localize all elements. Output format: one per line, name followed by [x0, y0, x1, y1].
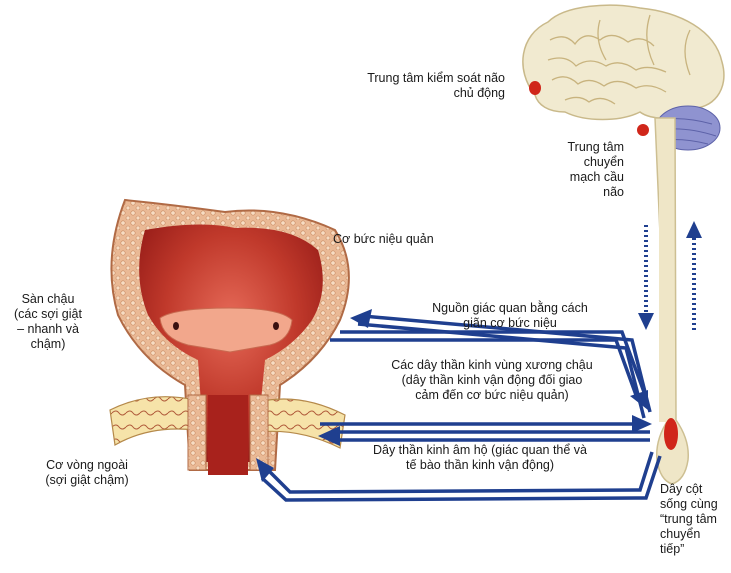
- label-pontine-center: Trung tâm chuyển mạch cầu não: [520, 140, 624, 200]
- sacral-center-dot: [664, 418, 678, 450]
- label-detrusor: Cơ bức niệu quản: [333, 232, 493, 247]
- brain-icon: [523, 5, 724, 119]
- bladder-icon: [110, 200, 349, 475]
- label-pelvic-nerves: Các dây thần kinh vùng xương chậu (dây t…: [358, 358, 626, 403]
- label-sensory-input: Nguồn giác quan bằng cách giãn cơ bức ni…: [405, 301, 615, 331]
- label-pelvic-floor: Sàn chậu (các sợi giật – nhanh và chậm): [2, 292, 94, 352]
- label-external-sphincter: Cơ vòng ngoài (sợi giật chậm): [28, 458, 146, 488]
- label-cortex-center: Trung tâm kiểm soát não chủ động: [300, 71, 505, 101]
- label-pudendal-nerve: Dây thần kinh âm hộ (giác quan thể và tế…: [330, 443, 630, 473]
- descending-dotted-arrow: [638, 225, 654, 330]
- pelvic-nerve-arrowhead: [630, 390, 648, 410]
- label-sacral-cord: Dây cột sống cùng “trung tâm chuyển tiếp…: [660, 482, 730, 557]
- cortex-center-dot: [529, 81, 541, 95]
- ascending-dotted-arrow: [686, 221, 702, 330]
- pons-center-dot: [637, 124, 649, 136]
